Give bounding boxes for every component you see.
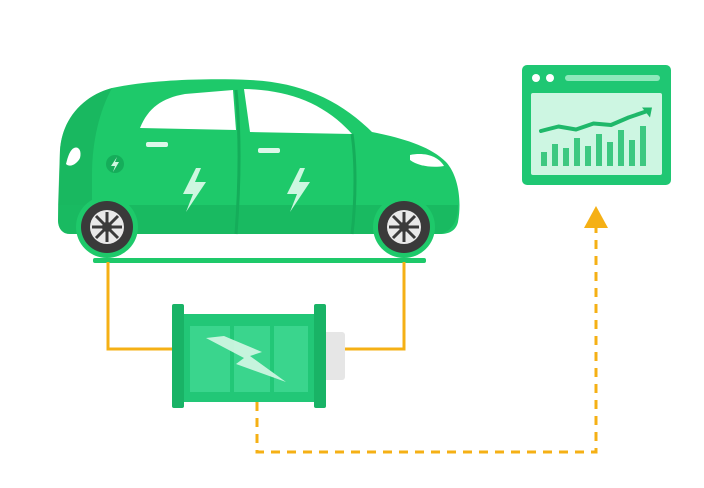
car-taillight	[66, 147, 81, 166]
electric-car-icon	[58, 79, 460, 258]
ground-line	[93, 258, 426, 263]
dashboard-bar	[640, 126, 646, 166]
dashboard-bar	[618, 130, 624, 166]
arrow-up-icon	[584, 206, 608, 228]
battery-icon	[172, 304, 345, 408]
car-rear-panel	[58, 88, 112, 205]
front-wheel	[373, 196, 435, 258]
car-door-handle-rear	[146, 142, 168, 147]
dashboard-bar	[629, 140, 635, 166]
window-title-bar	[565, 75, 660, 81]
battery-cell-3	[274, 326, 308, 392]
dashboard-bar	[596, 134, 602, 166]
lightning-bolt-icon	[183, 168, 206, 212]
dashboard-bars	[541, 126, 646, 166]
window-dot-1	[532, 74, 540, 82]
car-sill	[58, 205, 458, 234]
lightning-bolt-icon	[206, 336, 286, 382]
dashboard-bar	[541, 152, 547, 166]
dashboard-bar	[563, 148, 569, 166]
lightning-bolt-icon	[287, 168, 310, 212]
car-door-line-1	[234, 89, 241, 235]
battery-cell-1	[190, 326, 230, 392]
battery-wires	[106, 262, 406, 351]
dashboard-trend-line	[539, 109, 648, 133]
dashboard-bar	[607, 142, 613, 166]
window-dot-2	[546, 74, 554, 82]
charge-port-bolt	[111, 157, 119, 172]
dashboard-bar	[552, 144, 558, 166]
dashboard-bar	[585, 146, 591, 166]
dashboard-bar	[574, 138, 580, 166]
analytics-dashboard-icon	[522, 65, 671, 185]
battery-cap	[323, 332, 345, 380]
rear-wheel	[76, 196, 138, 258]
car-door-line-2	[350, 133, 357, 235]
battery-end-left	[172, 304, 184, 408]
trend-arrow-head	[642, 107, 652, 118]
car-headlight	[410, 154, 444, 167]
car-door-handle-front	[258, 148, 280, 153]
car-front-window	[244, 89, 352, 134]
car-rear-window	[140, 90, 236, 130]
battery-end-right	[314, 304, 326, 408]
data-link-dashed	[255, 225, 598, 454]
